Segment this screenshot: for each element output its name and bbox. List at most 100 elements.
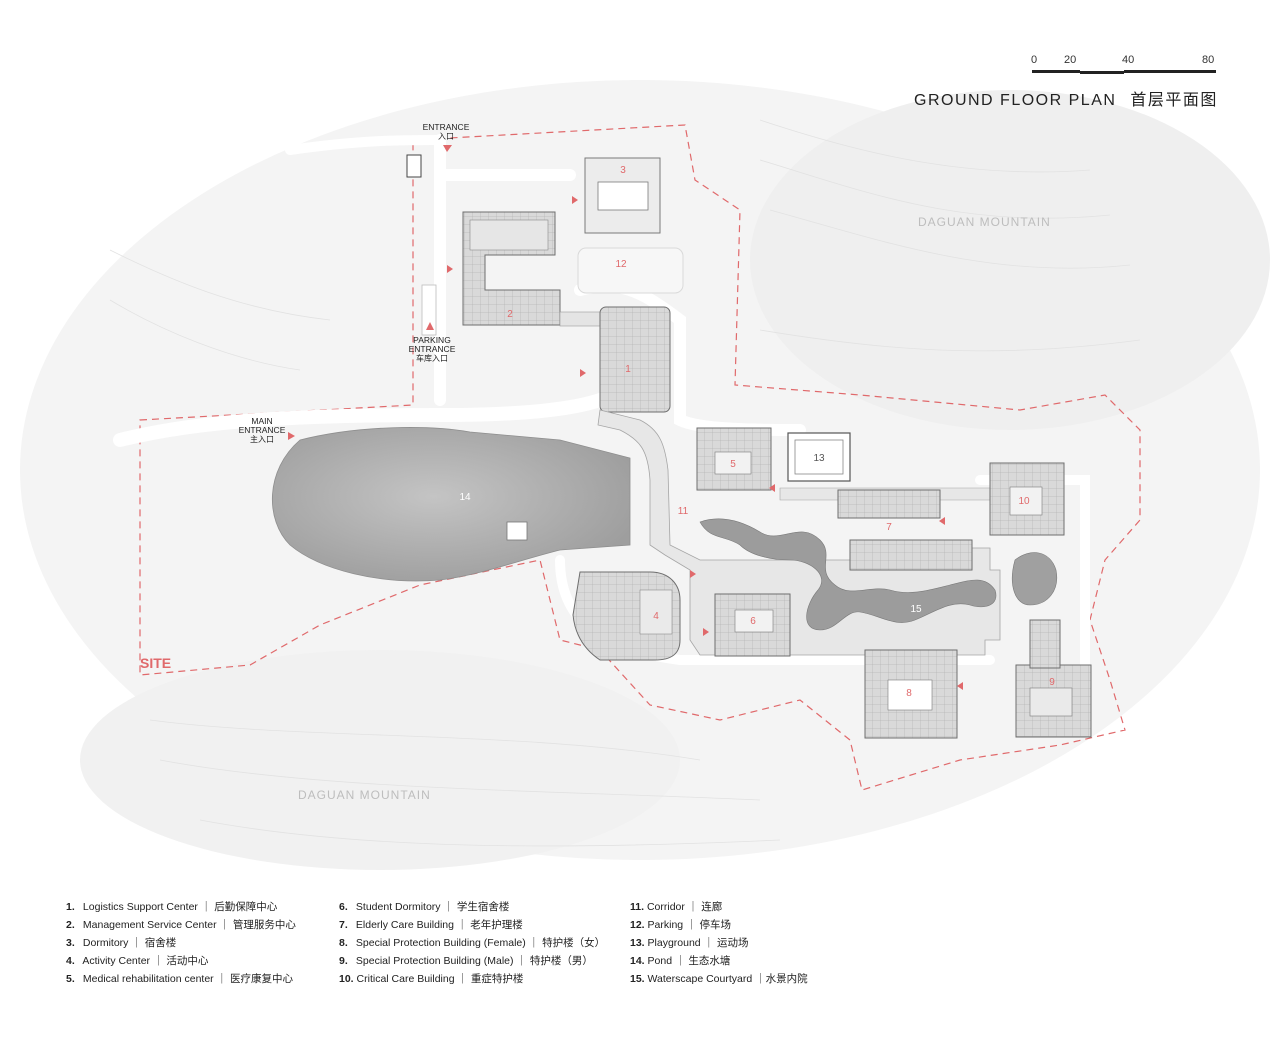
building-9-annex (1029, 619, 1061, 669)
scale-label-40: 40 (1122, 54, 1135, 66)
building-label-2: 2 (507, 309, 513, 320)
legend-number: 1. (66, 901, 75, 913)
legend-column-1: 1. Logistics Support Center ｜ 后勤保障中心 2. … (66, 898, 296, 988)
entrance-arrows (288, 145, 963, 690)
legend-number: 6. (339, 901, 348, 913)
legend-number: 10. (339, 973, 354, 985)
legend-number: 7. (339, 919, 348, 931)
main-entrance-label-zh: 主入口 (250, 434, 274, 444)
legend-item: 4. Activity Center ｜ 活动中心 (66, 952, 296, 970)
scale-label-0: 0 (1031, 54, 1038, 66)
legend-text: Special Protection Building (Male) ｜ 特护楼… (355, 955, 593, 967)
legend-item: 12. Parking ｜ 停车场 (630, 916, 808, 934)
legend-text: Activity Center ｜ 活动中心 (82, 955, 209, 967)
parking-area (577, 247, 684, 294)
legend-number: 4. (66, 955, 75, 967)
legend-column-3: 11. Corridor ｜ 连廊 12. Parking ｜ 停车场 13. … (630, 898, 808, 988)
legend-text: Special Protection Building (Female) ｜ 特… (355, 937, 606, 949)
legend-text: Parking ｜ 停车场 (647, 919, 731, 931)
building-4-court (639, 589, 673, 635)
building-label-11: 11 (678, 506, 689, 517)
building-15 (699, 518, 997, 631)
building-label-6: 6 (750, 616, 756, 627)
building-label-7: 7 (886, 522, 892, 533)
waterscape-east (1011, 552, 1058, 606)
site-boundary (139, 124, 1141, 791)
legend-column-2: 6. Student Dormitory ｜ 学生宿舍楼 7. Elderly … (339, 898, 605, 988)
plan-title: GROUND FLOOR PLAN 首层平面图 (914, 86, 1218, 110)
legend-text: Critical Care Building ｜ 重症特护楼 (356, 973, 524, 985)
legend-item: 5. Medical rehabilitation center ｜ 医疗康复中… (66, 970, 296, 988)
building-label-15: 15 (910, 604, 922, 615)
building-3-court (597, 181, 649, 211)
legend-text: Management Service Center ｜ 管理服务中心 (82, 919, 296, 931)
building-label-1: 1 (625, 364, 631, 375)
plan-title-zh: 首层平面图 (1130, 92, 1218, 109)
legend-item: 9. Special Protection Building (Male) ｜ … (339, 952, 605, 970)
legend-text: Pond ｜ 生态水塘 (647, 955, 731, 967)
legend-text: Logistics Support Center ｜ 后勤保障中心 (82, 901, 278, 913)
legend-text: Elderly Care Building ｜ 老年护理楼 (355, 919, 523, 931)
building-7b (849, 539, 973, 571)
legend-number: 14. (630, 955, 645, 967)
legend-number: 11. (630, 901, 645, 913)
scale-label-80: 80 (1202, 54, 1215, 66)
entrance-label-zh: 入口 (438, 132, 454, 141)
legend-item: 11. Corridor ｜ 连廊 (630, 898, 808, 916)
legend-number: 3. (66, 937, 75, 949)
mountain-label-top: DAGUAN MOUNTAIN (918, 215, 1051, 229)
pond-deck (506, 521, 528, 541)
legend-number: 8. (339, 937, 348, 949)
building-label-10: 10 (1018, 496, 1030, 507)
legend-number: 15. (630, 973, 645, 985)
mountain-label-bottom: DAGUAN MOUNTAIN (298, 788, 431, 802)
legend-text: Waterscape Courtyard ｜水景内院 (647, 973, 808, 985)
legend-item: 14. Pond ｜ 生态水塘 (630, 952, 808, 970)
legend-item: 1. Logistics Support Center ｜ 后勤保障中心 (66, 898, 296, 916)
legend-item: 13. Playground ｜ 运动场 (630, 934, 808, 952)
legend-text: Corridor ｜ 连廊 (646, 901, 723, 913)
entrance-label-en: ENTRANCE (423, 122, 470, 132)
building-label-9: 9 (1049, 677, 1055, 688)
parking-entrance-label-zh: 车库入口 (416, 353, 448, 363)
site-label: SITE (140, 655, 171, 671)
legend-item: 10. Critical Care Building ｜ 重症特护楼 (339, 970, 605, 988)
building-1 (599, 306, 671, 413)
main-entrance-label-2: ENTRANCE (239, 425, 286, 435)
legend-number: 5. (66, 973, 75, 985)
parking-entrance-label-2: ENTRANCE (409, 344, 456, 354)
legend-item: 3. Dormitory ｜ 宿舍楼 (66, 934, 296, 952)
guard-booth (406, 154, 422, 178)
legend-text: Student Dormitory ｜ 学生宿舍楼 (355, 901, 510, 913)
building-8-court (887, 679, 933, 711)
building-6-court (734, 609, 774, 633)
building-label-4: 4 (653, 611, 659, 622)
building-9-court (1029, 687, 1073, 717)
main-entrance-label-1: MAIN (251, 416, 272, 426)
legend-item: 2. Management Service Center ｜ 管理服务中心 (66, 916, 296, 934)
legend-number: 2. (66, 919, 75, 931)
building-label-8: 8 (906, 688, 912, 699)
basketball-court (469, 219, 549, 251)
legend-item: 15. Waterscape Courtyard ｜水景内院 (630, 970, 808, 988)
parking-entrance-label-1: PARKING (413, 335, 451, 345)
legend-item: 7. Elderly Care Building ｜ 老年护理楼 (339, 916, 605, 934)
building-10-court (1009, 486, 1043, 516)
building-label-14: 14 (459, 492, 471, 503)
building-label-3: 3 (620, 165, 626, 176)
building-label-5: 5 (730, 459, 736, 470)
building-label-13: 13 (813, 453, 825, 464)
scale-label-20: 20 (1064, 54, 1077, 66)
legend-text: Dormitory ｜ 宿舍楼 (82, 937, 177, 949)
plan-title-en: GROUND FLOOR PLAN (914, 92, 1117, 109)
building-7 (837, 489, 941, 519)
legend-item: 8. Special Protection Building (Female) … (339, 934, 605, 952)
building-14 (272, 427, 631, 582)
legend-text: Medical rehabilitation center ｜ 医疗康复中心 (82, 973, 293, 985)
legend-number: 12. (630, 919, 645, 931)
building-label-12: 12 (615, 259, 627, 270)
parking-strip (421, 284, 437, 336)
legend-text: Playground ｜ 运动场 (647, 937, 749, 949)
building-5-court (714, 451, 752, 475)
